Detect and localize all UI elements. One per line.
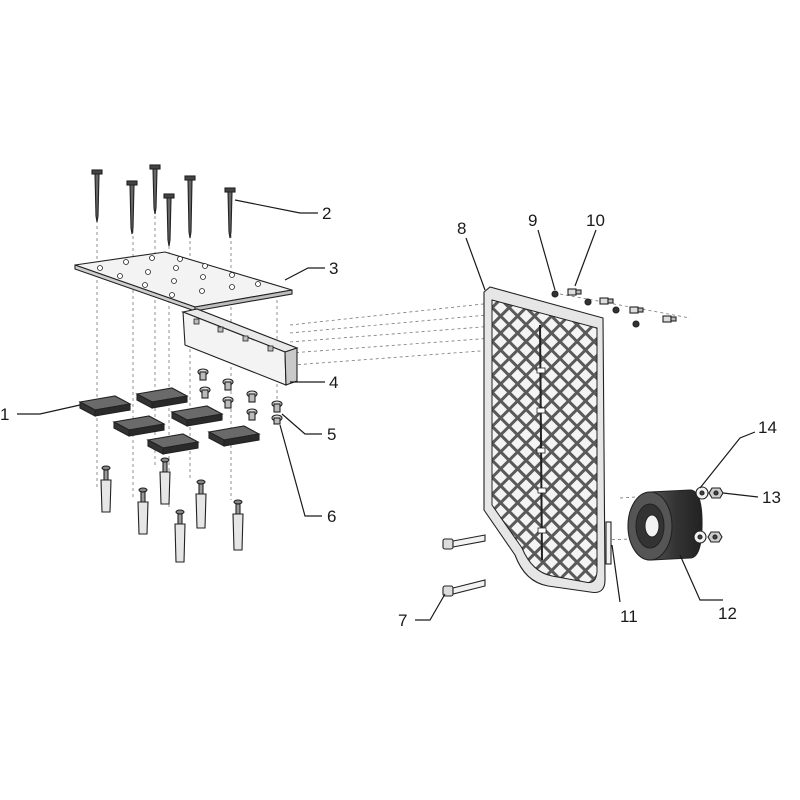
fastener (222, 396, 234, 409)
rubber-pad (207, 425, 261, 447)
leader-10 (574, 229, 597, 287)
callout-13: 13 (762, 488, 781, 507)
leader-13 (722, 492, 759, 498)
callout-1: 1 (0, 405, 9, 424)
bolt (629, 306, 644, 314)
nail (184, 175, 196, 239)
bolt (567, 288, 582, 296)
wall-plug (100, 465, 112, 513)
callout-6: 6 (327, 507, 336, 526)
leader-12 (679, 554, 723, 601)
callout-3: 3 (329, 259, 338, 278)
long-bolt (442, 579, 486, 597)
fastener (199, 386, 211, 399)
leader-1 (17, 404, 81, 415)
mounting-plate-part-3 (74, 251, 293, 312)
wall-plug (232, 499, 244, 551)
rubber-pads-part-1 (78, 387, 261, 455)
wall-plug (159, 457, 171, 505)
callout-8: 8 (457, 219, 466, 238)
washer (693, 530, 707, 544)
nail (149, 164, 161, 215)
wall-plugs (100, 457, 244, 563)
wall-plug (195, 479, 207, 529)
fastener (197, 368, 209, 381)
rubber-pad (78, 395, 132, 417)
fastener (246, 390, 258, 403)
mesh-flap-part-8 (483, 286, 606, 594)
fastener (271, 400, 283, 413)
leader-3 (284, 267, 325, 281)
washer (551, 290, 559, 298)
leader-14 (699, 431, 756, 489)
wall-plug (137, 487, 149, 535)
callout-11: 11 (620, 607, 638, 626)
nut (707, 531, 723, 543)
callout-2: 2 (322, 204, 331, 223)
callout-4: 4 (329, 373, 338, 392)
bolts-part-9-10 (551, 288, 677, 328)
nails-part-2 (91, 164, 236, 247)
nail (163, 193, 175, 247)
leader-6 (279, 424, 322, 517)
rubber-pad (146, 433, 200, 455)
rubber-pad (112, 415, 166, 437)
bolt (662, 315, 677, 323)
small-fasteners-part-5-6 (197, 368, 283, 425)
nail (91, 169, 103, 223)
callout-14: 14 (758, 418, 777, 437)
callout-12: 12 (718, 604, 737, 623)
callout-numbers: 1 2 3 4 5 6 7 8 9 10 11 12 13 14 (0, 204, 781, 630)
leader-5 (281, 413, 322, 435)
leader-9 (537, 229, 556, 291)
washer (612, 306, 620, 314)
fastener (222, 378, 234, 391)
pin-part-11 (605, 521, 612, 565)
leader-7 (415, 593, 446, 621)
nuts-washers-part-13-14 (693, 486, 724, 544)
callout-5: 5 (327, 425, 336, 444)
callout-leader-lines (17, 199, 759, 621)
nut (708, 487, 724, 499)
washer (695, 486, 709, 500)
callout-7: 7 (398, 611, 407, 630)
bolt (599, 297, 614, 305)
callout-10: 10 (586, 211, 605, 230)
washer (584, 298, 592, 306)
rubber-pad (170, 405, 224, 427)
long-bolts-part-7 (442, 534, 486, 597)
nail (224, 187, 236, 239)
nail (126, 180, 138, 235)
fastener (246, 408, 258, 421)
washer (632, 320, 640, 328)
long-bolt (442, 534, 486, 550)
angle-bracket-part-4 (181, 308, 299, 386)
leader-11 (611, 544, 621, 603)
fastener (271, 414, 283, 425)
wall-plug (174, 509, 186, 563)
wheel-part-12 (627, 489, 703, 561)
callout-9: 9 (528, 211, 537, 230)
leader-2 (234, 199, 318, 214)
rubber-pad (135, 387, 189, 409)
leader-8 (465, 237, 486, 291)
